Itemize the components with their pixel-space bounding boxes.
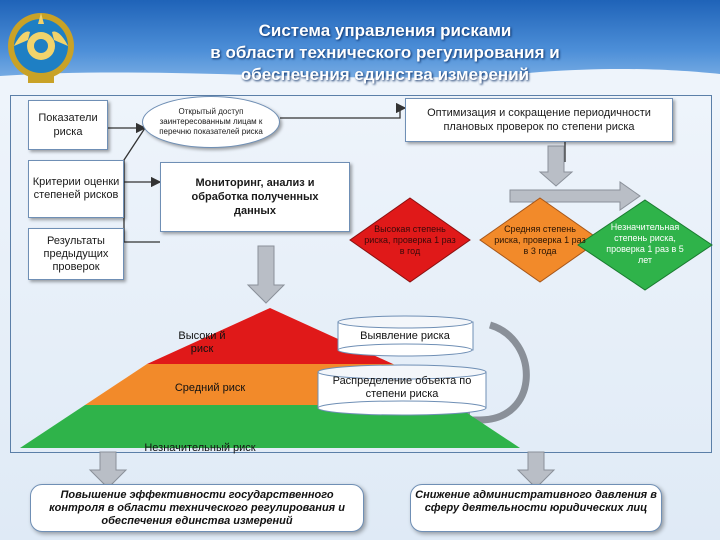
state-emblem-icon — [8, 13, 74, 83]
optimization-box: Оптимизация и сокращение периодичности п… — [405, 98, 673, 142]
pyramid-medium-label: Средний риск — [174, 382, 246, 394]
indicators-box: Показатели риска — [28, 100, 108, 150]
open-access-label: Открытый доступ заинтересованным лицам к… — [159, 107, 263, 136]
diamond-low-label: Незначительная степень риска, проверка 1… — [606, 222, 684, 265]
header-banner — [0, 0, 720, 92]
monitoring-label: Мониторинг, анализ и обработка полученны… — [191, 177, 319, 217]
cylinder-distribute-label: Распределение объекта по степени риска — [332, 375, 472, 400]
criteria-box: Критерии оценки степеней рисков — [28, 160, 124, 218]
header-wave — [0, 68, 720, 92]
title-line-3: обеспечения единства измерений — [240, 65, 530, 84]
cylinder-identify-label: Выявление риска — [360, 330, 450, 342]
bottom-right-label: Снижение административного давления в сф… — [415, 489, 657, 514]
pyramid-high-label: Высоки й риск — [178, 330, 226, 355]
monitoring-box: Мониторинг, анализ и обработка полученны… — [160, 162, 350, 232]
criteria-label: Критерии оценки степеней рисков — [32, 176, 120, 201]
results-box: Результаты предыдущих проверок — [28, 228, 124, 280]
title-line-2: в области технического регулирования и — [210, 43, 560, 62]
indicators-label: Показатели риска — [38, 112, 98, 138]
bottom-left-label: Повышение эффективности государственного… — [49, 489, 345, 527]
results-label: Результаты предыдущих проверок — [43, 234, 109, 273]
diamond-medium-label: Средняя степень риска, проверка 1 раз в … — [494, 224, 586, 256]
diamond-high-label: Высокая степень риска, проверка 1 раз в … — [364, 224, 456, 256]
title-line-1: Система управления рисками — [258, 21, 512, 40]
bottom-right-box: Снижение административного давления в сф… — [410, 484, 662, 532]
bottom-left-box: Повышение эффективности государственного… — [30, 484, 364, 532]
optimization-label: Оптимизация и сокращение периодичности п… — [427, 107, 651, 133]
open-access-ellipse: Открытый доступ заинтересованным лицам к… — [142, 96, 280, 148]
pyramid-low-label: Незначительный риск — [144, 442, 256, 454]
page-title: Система управления рисками в области тех… — [150, 20, 620, 86]
